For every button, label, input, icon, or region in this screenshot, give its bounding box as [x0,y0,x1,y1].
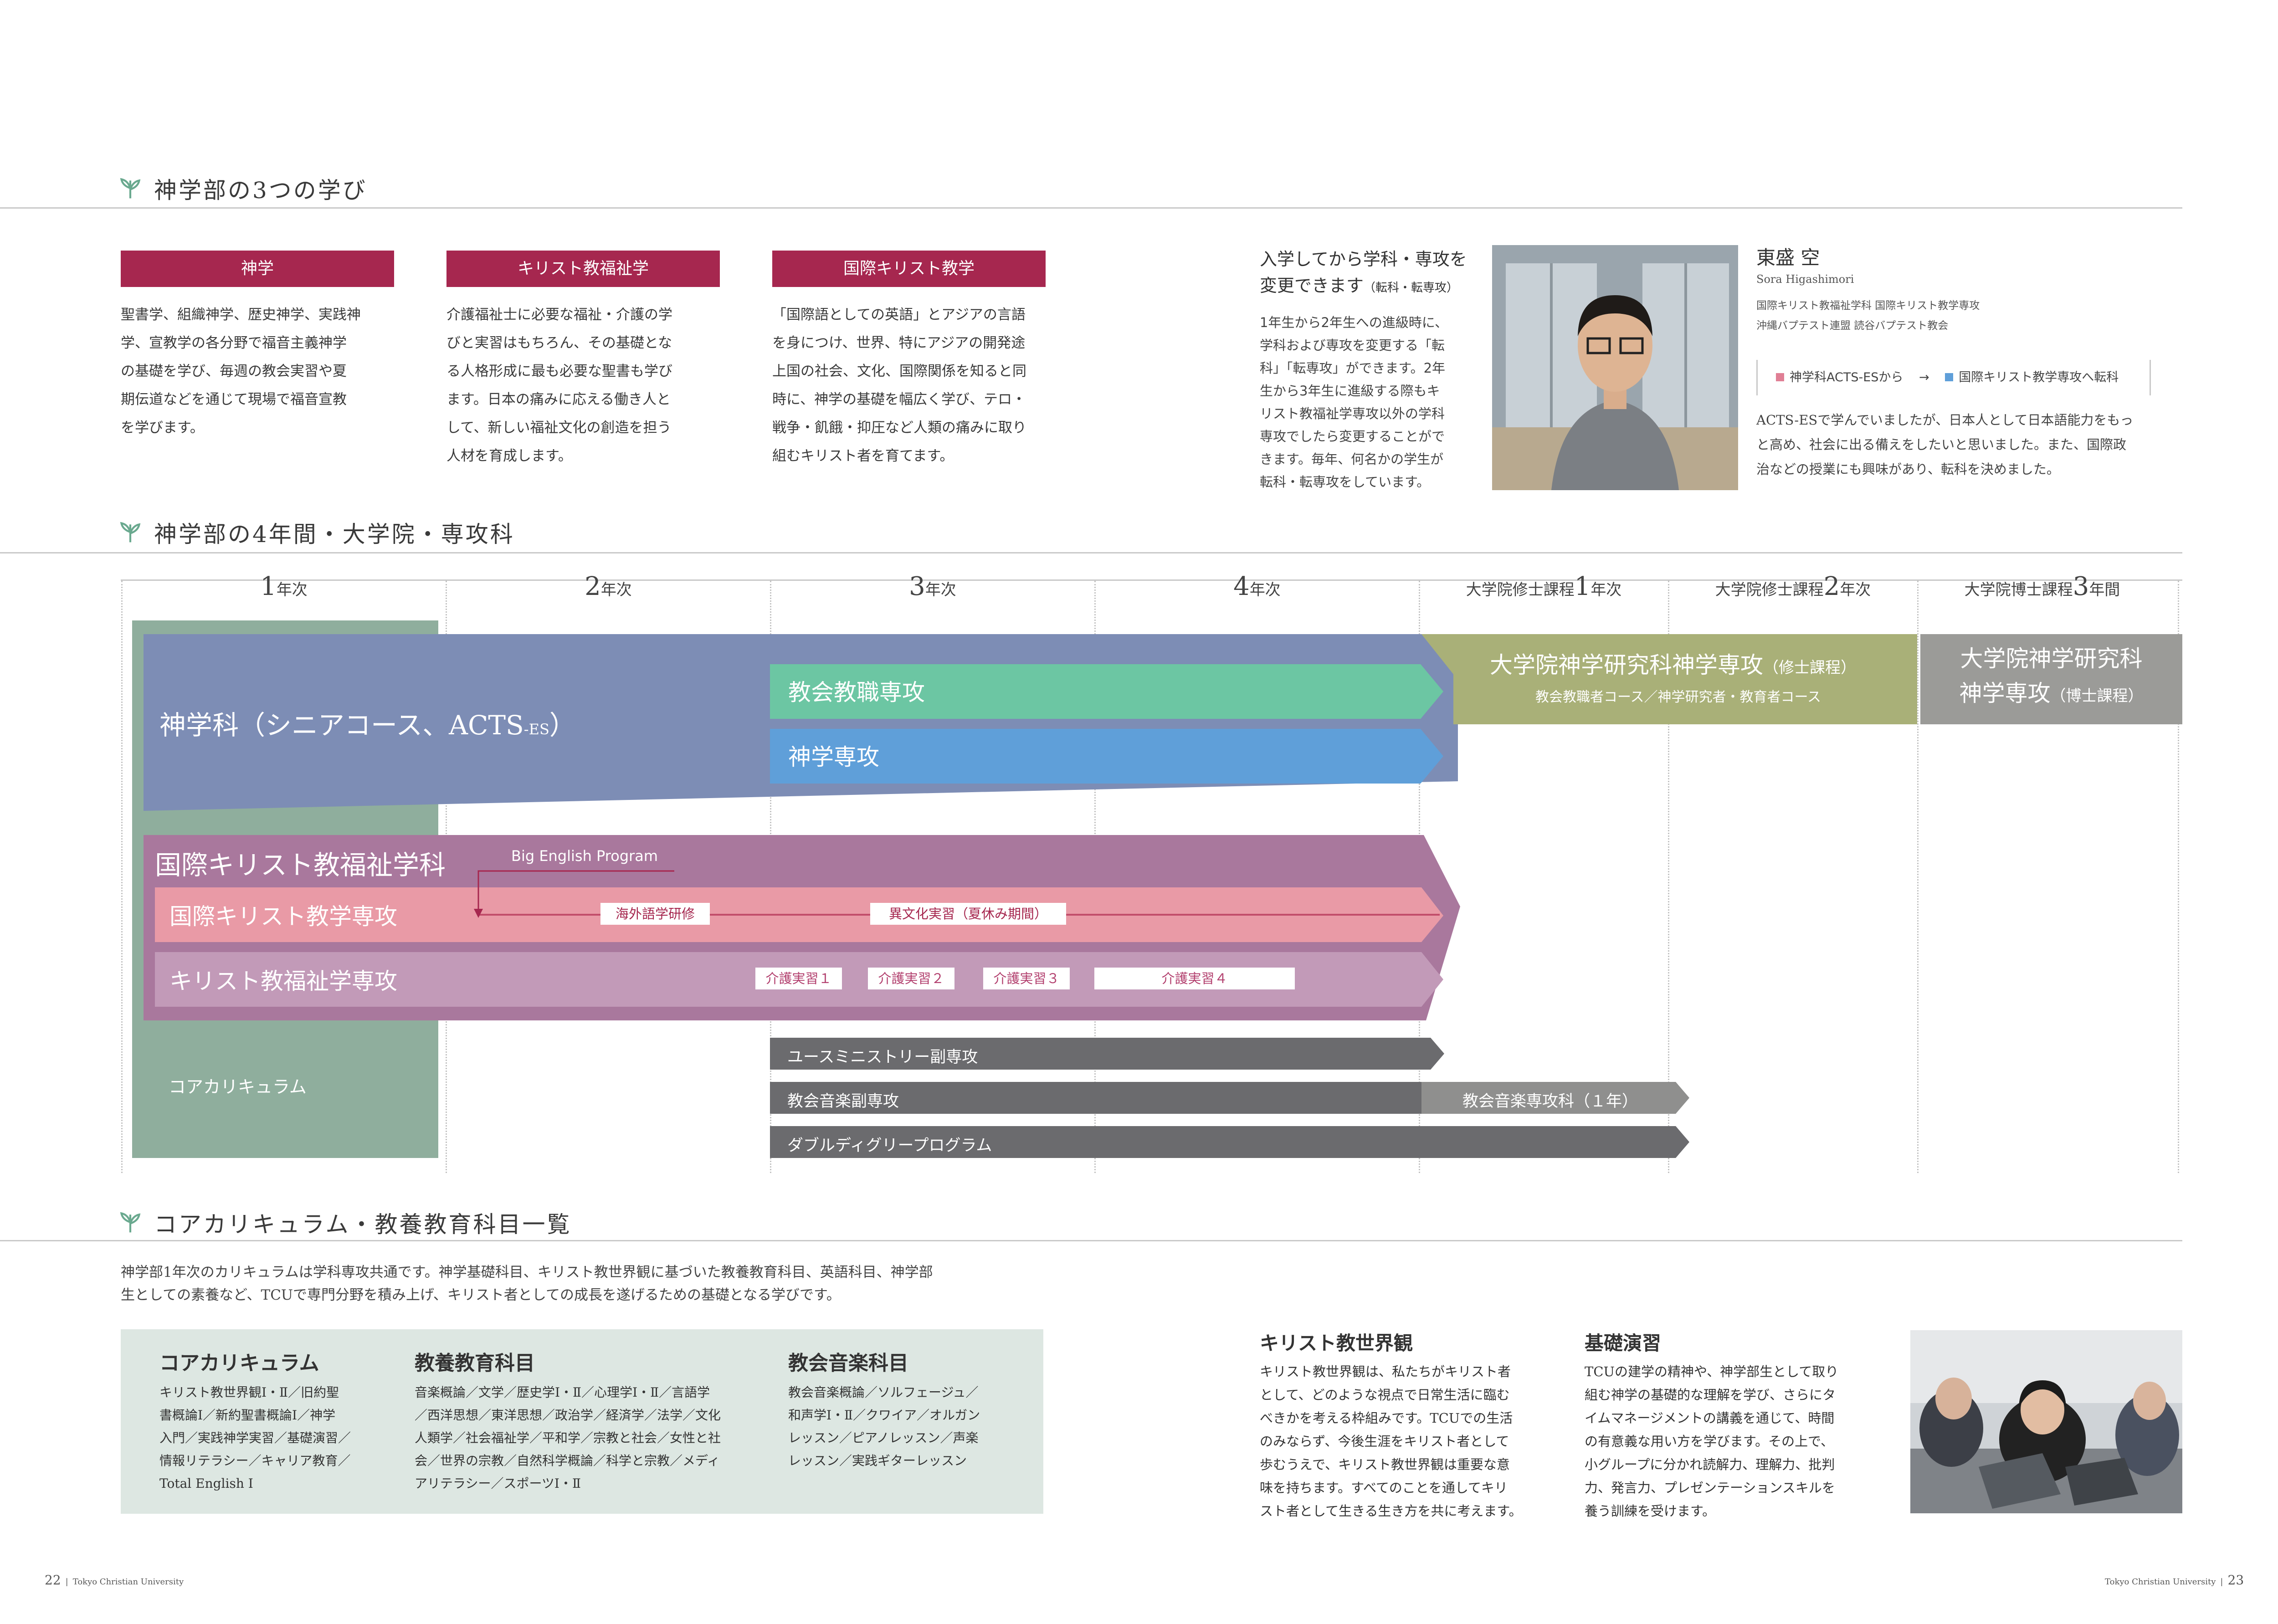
transfer-path: 神学科ACTS-ESから → 国際キリスト教学専攻へ転科 [1756,360,2151,395]
kaigo-tag: 介護実習３ [983,968,1070,989]
leaf-icon [120,1212,141,1233]
grad-doctor-band [1920,634,2182,724]
music-label: 教会音楽副専攻 [787,1092,899,1111]
kokusai-fukushi-label: 国際キリスト教福祉学科 [155,850,446,881]
divider [0,552,2182,553]
learning-column: 神学 聖書学、組織神学、歴史神学、実践神学、宣教学の各分野で福音主義神学の基礎を… [121,251,394,442]
learning-text: 介護福祉士に必要な福祉・介護の学びと実習はもちろん、その基礎となる人格形成に最も… [446,307,672,464]
kyokai-label: 教会教職専攻 [788,679,925,706]
year-gridline [2178,581,2179,1173]
big-english-label: Big English Program [511,847,658,865]
shingaku-senko-label: 神学専攻 [788,744,879,770]
profile-church: 沖縄バプテスト連盟 読谷バプテスト教会 [1756,320,1949,332]
year-label: 3年次 [909,572,956,601]
core-curriculum-label: コアカリキュラム [169,1077,307,1097]
seminar-block: 基礎演習 TCUの建学の精神や、神学部生として取り組む神学の基礎的な理解を学び、… [1585,1332,1839,1519]
transfer-heading: 変更できます（転科・転専攻） [1260,276,1459,296]
section-title-four-years: 神学部の4年間・大学院・専攻科 [154,521,515,548]
to-marker [1945,373,1954,381]
year-label: 1年次 [260,572,308,601]
year-gridline [1668,581,1669,1173]
fukushi-senko-label: キリスト教福祉学専攻 [169,968,397,994]
student-photo [1492,245,1738,490]
footer-right: Tokyo Christian University|23 [2105,1573,2244,1588]
year-label: 4年次 [1233,572,1281,601]
shingakuka-label: 神学科（シニアコース、ACTS-ES） [159,710,576,741]
kaigo-tag: 介護実習１ [755,968,842,989]
kaigai-tag: 海外語学研修 [600,903,710,925]
learning-column: 国際キリスト教学 「国際語としての英語」とアジアの言語を身につけ、世界、特にアジ… [772,251,1046,470]
from-marker [1776,373,1784,381]
music-course-label: 教会音楽専攻科（１年） [1462,1092,1638,1111]
grad-master-sub: 教会教職者コース／神学研究者・教育者コース [1535,689,1821,705]
grad-master-label: 大学院神学研究科神学専攻（修士課程） [1490,652,1856,678]
subject-group: 教会音楽科目 教会音楽概論／ソルフェージュ／和声学Ⅰ・Ⅱ／クワイア／オルガンレッ… [788,1352,980,1468]
year-rule [121,579,2182,581]
year-gridline [121,581,123,1173]
core-subjects-box: コアカリキュラム キリスト教世界観Ⅰ・Ⅱ／旧約聖書概論Ⅰ／新約聖書概論Ⅰ／神学入… [121,1329,1043,1514]
divider [0,207,2182,209]
double-degree-band [770,1126,1689,1158]
profile-name: 東盛 空 [1756,246,1820,269]
learning-text: 「国際語としての英語」とアジアの言語を身につけ、世界、特にアジアの開発途上国の社… [772,307,1026,464]
music-band [770,1082,1444,1114]
year-label: 2年次 [585,572,632,601]
worldview-block: キリスト教世界観 キリスト教世界観は、私たちがキリスト者として、どのような視点で… [1260,1332,1522,1519]
profile-text: ACTS-ESで学んでいましたが、日本人として日本語能力をもっと高め、社会に出る… [1756,412,2134,477]
learning-title: キリスト教福祉学 [446,251,720,287]
year-gridline [1917,581,1919,1173]
core-intro: 神学部1年次のカリキュラムは学科専攻共通です。神学基礎科目、キリスト教世界観に基… [121,1264,933,1303]
kaigo-tag: 介護実習２ [868,968,954,989]
youth-band [770,1038,1444,1070]
shingaku-senko-band [770,729,1443,784]
grad-doctor-label: 大学院神学研究科神学専攻（博士課程） [1959,646,2144,707]
grad-master-band [1421,634,1917,724]
profile-dept: 国際キリスト教福祉学科 国際キリスト教学専攻 [1756,300,1980,312]
classroom-photo [1910,1330,2182,1513]
learning-title: 国際キリスト教学 [772,251,1046,287]
year-label: 大学院修士課程1年次 [1466,572,1622,601]
leaf-icon [120,522,141,543]
section-title-core: コアカリキュラム・教養教育科目一覧 [154,1211,572,1238]
learning-column: キリスト教福祉学 介護福祉士に必要な福祉・介護の学びと実習はもちろん、その基礎と… [446,251,720,470]
learning-title: 神学 [121,251,394,287]
kokusai-senko-label: 国際キリスト教学専攻 [169,903,397,930]
footer-left: 22|Tokyo Christian University [45,1573,184,1588]
section-title-three-learnings: 神学部の3つの学び [154,177,367,204]
music-course-band [1421,1082,1689,1114]
kyokai-band [770,664,1443,719]
subject-group: 教養教育科目 音楽概論／文学／歴史学Ⅰ・Ⅱ／心理学Ⅰ・Ⅱ／言語学／西洋思想／東洋… [415,1352,721,1491]
transfer-block: 入学してから学科・専攻を 変更できます（転科・転専攻） 1年生から2年生への進級… [1260,246,1497,493]
transfer-heading: 入学してから学科・専攻を [1260,249,1467,269]
ibunka-tag: 異文化実習（夏休み期間） [870,903,1066,925]
year-label: 大学院修士課程2年次 [1715,572,1871,601]
learning-text: 聖書学、組織神学、歴史神学、実践神学、宣教学の各分野で福音主義神学の基礎を学び、… [121,307,361,436]
profile: 東盛 空 Sora Higashimori 国際キリスト教福祉学科 国際キリスト… [1756,242,1980,332]
youth-label: ユースミニストリー副専攻 [787,1048,978,1066]
subject-group: コアカリキュラム キリスト教世界観Ⅰ・Ⅱ／旧約聖書概論Ⅰ／新約聖書概論Ⅰ／神学入… [159,1352,351,1491]
double-degree-label: ダブルディグリープログラム [787,1137,992,1155]
leaf-icon [120,178,141,199]
profile-romaji: Sora Higashimori [1756,273,1854,286]
transfer-text: 1年生から2年生への進級時に、学科および専攻を変更する「転科」「転専攻」ができま… [1260,315,1448,490]
kaigo-tag: 介護実習４ [1094,968,1295,989]
divider [0,1240,2182,1241]
year-label: 大学院博士課程3年間 [1964,572,2120,601]
